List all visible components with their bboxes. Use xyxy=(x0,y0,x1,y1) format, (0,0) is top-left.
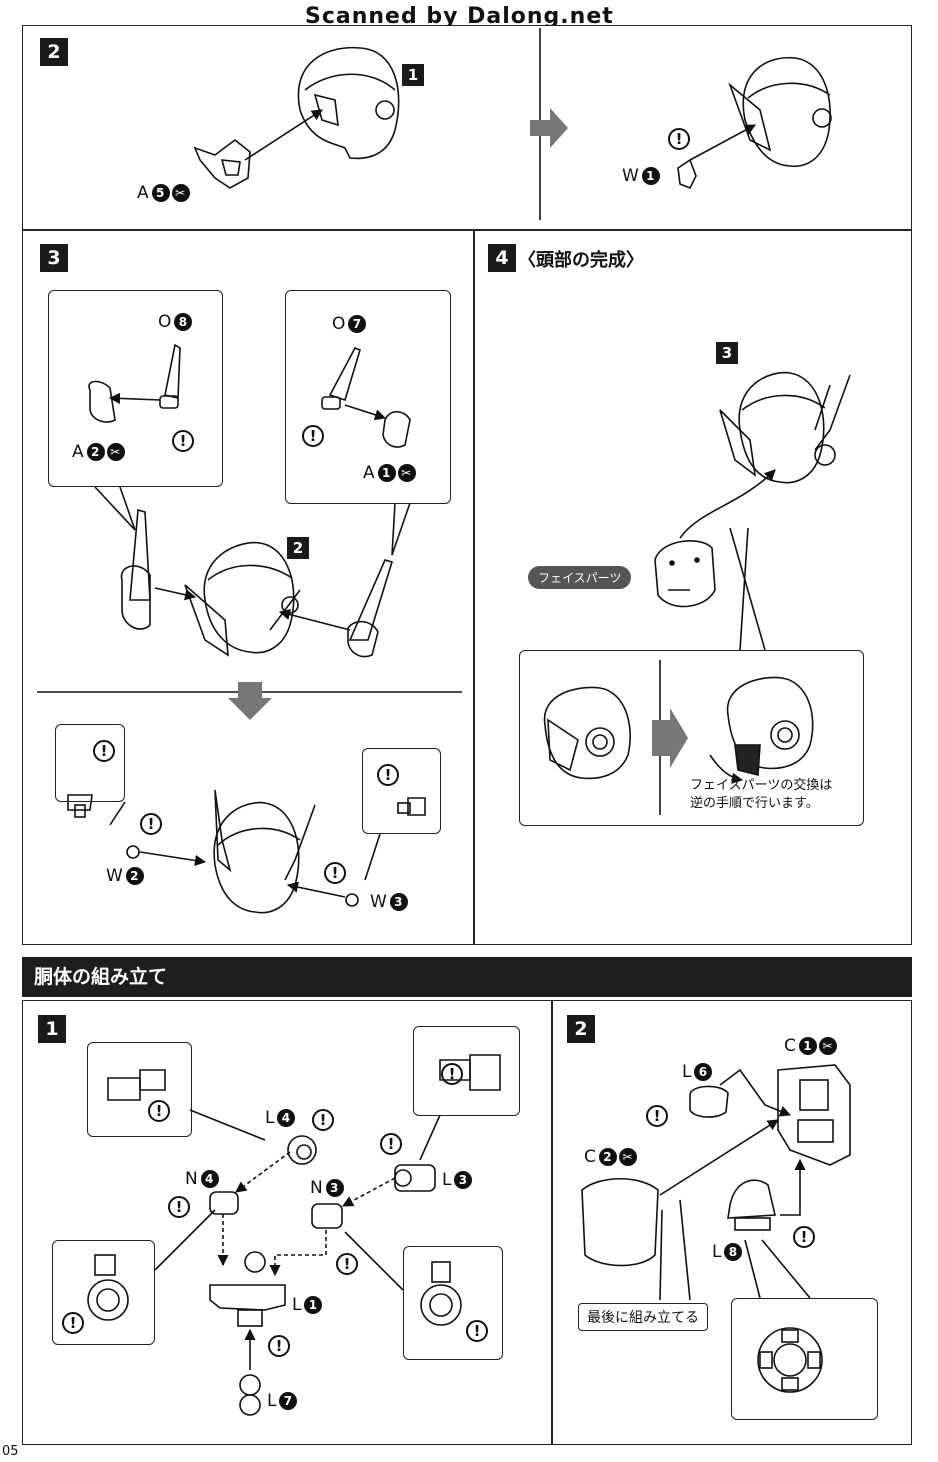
warning-icon: ! xyxy=(312,1109,334,1131)
step4-title: 〈頭部の完成〉 xyxy=(518,250,644,271)
warning-icon: ! xyxy=(168,1196,190,1218)
face-insert-w1 xyxy=(677,158,697,190)
ear-part-a2 xyxy=(88,380,116,423)
detail-bubble-washer-right xyxy=(362,748,441,834)
warning-icon: ! xyxy=(668,128,690,150)
warning-icon: ! xyxy=(172,430,194,452)
callout-number: 3 xyxy=(716,342,738,364)
callout-number: 2 xyxy=(287,537,309,559)
helmet-illustration xyxy=(728,56,832,168)
detail-bubble-washer-left xyxy=(55,724,125,802)
page-number: 05 xyxy=(2,1444,19,1459)
callout-number: 1 xyxy=(402,64,424,86)
warning-icon: ! xyxy=(377,764,399,786)
head-part-a5 xyxy=(193,138,251,189)
warning-icon: ! xyxy=(302,425,324,447)
helmet-illustration xyxy=(719,371,851,484)
detail-bubble-tr xyxy=(413,1026,520,1116)
warning-icon: ! xyxy=(62,1312,84,1334)
step-number: 2 xyxy=(40,38,68,66)
section-header: 胴体の組み立て xyxy=(22,957,912,997)
face-swap-note: フェイスパーツの交換は 逆の手順で行います。 xyxy=(690,778,833,811)
cut-mark-icon: ✂ xyxy=(106,443,125,461)
antenna-part-o7 xyxy=(328,346,361,402)
step-number: 4 xyxy=(488,244,516,272)
warning-icon: ! xyxy=(140,813,162,835)
warning-icon: ! xyxy=(793,1226,815,1248)
warning-icon: ! xyxy=(268,1335,290,1357)
helmet-illustration xyxy=(213,789,316,914)
detail-bubble-tl xyxy=(87,1042,192,1137)
step-number: 3 xyxy=(40,244,68,272)
face-parts-label: フェイスパーツ xyxy=(528,566,632,589)
warning-icon: ! xyxy=(93,740,115,762)
detail-bubble-right xyxy=(285,290,451,504)
cut-mark-icon: ✂ xyxy=(618,1148,637,1166)
cut-mark-icon: ✂ xyxy=(397,464,416,482)
step-number: 1 xyxy=(38,1015,66,1043)
helmet-side-illustration xyxy=(543,686,631,780)
face-swap-detail-box xyxy=(519,650,864,826)
helmet-illustration xyxy=(297,46,400,160)
cut-mark-icon: ✂ xyxy=(171,184,190,202)
warning-icon: ! xyxy=(336,1253,358,1275)
assemble-last-note: 最後に組み立てる xyxy=(578,1303,708,1331)
ear-part-a1 xyxy=(382,410,411,448)
detail-bubble-left xyxy=(48,290,223,487)
warning-icon: ! xyxy=(148,1100,170,1122)
face-parts-illustration xyxy=(654,540,716,608)
warning-icon: ! xyxy=(466,1320,488,1342)
detail-bubble-br xyxy=(403,1246,503,1360)
warning-icon: ! xyxy=(380,1133,402,1155)
helmet-side-illustration xyxy=(726,676,814,777)
warning-icon: ! xyxy=(646,1105,668,1127)
step-number: 2 xyxy=(567,1015,595,1043)
antenna-part-o8 xyxy=(164,343,181,399)
detail-bubble-l8 xyxy=(731,1298,878,1420)
watermark: Scanned by Dalong.net xyxy=(305,4,614,29)
warning-icon: ! xyxy=(324,862,346,884)
cut-mark-icon: ✂ xyxy=(818,1037,837,1055)
helmet-illustration xyxy=(184,541,301,657)
